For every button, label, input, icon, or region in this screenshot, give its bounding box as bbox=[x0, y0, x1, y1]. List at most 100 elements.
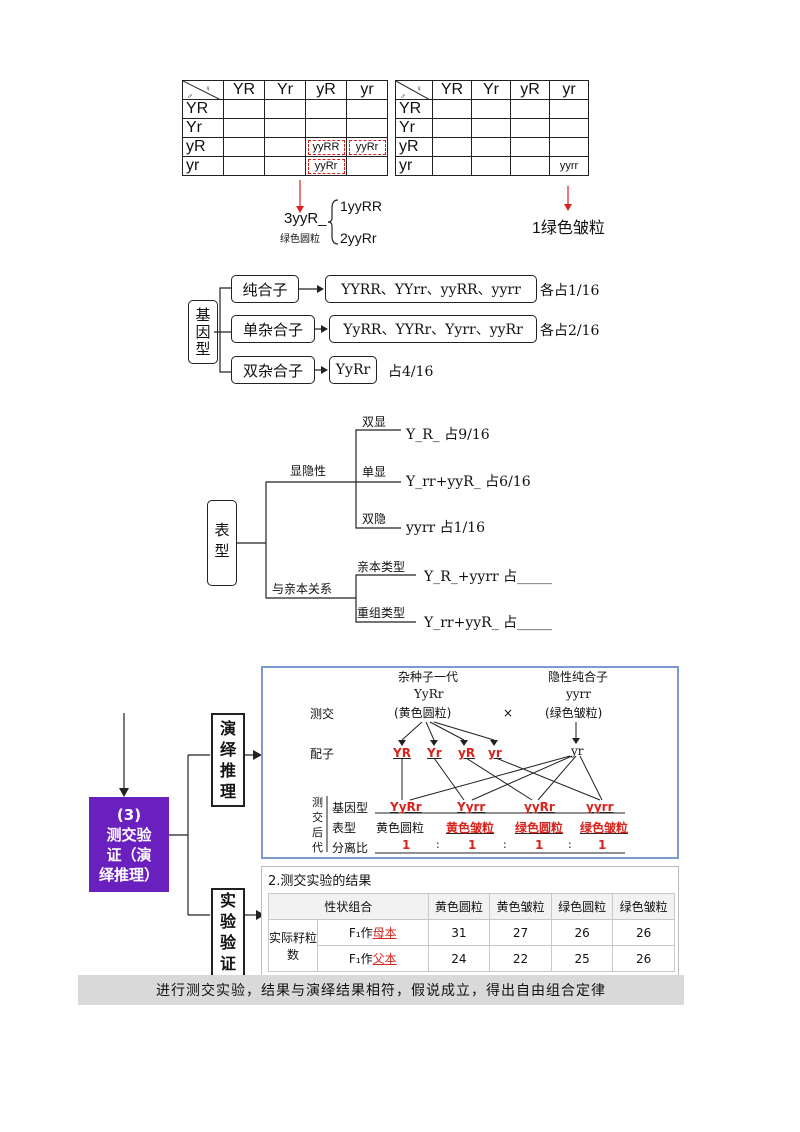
row-label: F₁作母本 bbox=[317, 919, 429, 946]
tree-connector bbox=[214, 287, 232, 373]
offspring-phenotype: 黄色皱粒 bbox=[446, 821, 495, 835]
arrow-right-icon bbox=[299, 285, 324, 293]
phenotype-item-label: 重组类型 bbox=[357, 606, 406, 620]
punnett-table-left: ♀♂ YR Yr yR yr YR Yr yR yyRR yyRr yr yyR… bbox=[182, 80, 388, 176]
value-cell: 26 bbox=[550, 919, 614, 946]
svg-text:♀: ♀ bbox=[205, 84, 211, 93]
recessive-genotype: yyrr bbox=[566, 687, 592, 701]
verification-box: 实 验 验 证 bbox=[211, 888, 245, 982]
row-header: yR bbox=[182, 137, 224, 157]
col-header: 黄色圆粒 bbox=[427, 893, 491, 920]
offspring-ratio: 1 bbox=[402, 838, 411, 852]
row-header: Yr bbox=[182, 118, 224, 138]
row-header: YR bbox=[395, 99, 433, 119]
row-ratio-label: 分离比 bbox=[332, 841, 369, 855]
cell-yyrr: yyrr bbox=[549, 156, 589, 176]
svg-text:♂: ♂ bbox=[400, 92, 406, 100]
brace-icon bbox=[327, 199, 339, 245]
hybrid-genotype: YyRr bbox=[414, 687, 444, 701]
offspring-genotype: yyRr bbox=[524, 800, 555, 814]
gamete-arrows bbox=[398, 721, 603, 801]
col-header: Yr bbox=[471, 80, 511, 100]
genotype-value-box: YyRR、YYRr、Yyrr、yyRr bbox=[329, 315, 537, 343]
cell-yyRr: yyRr bbox=[305, 156, 347, 176]
corner-cell: ♀♂ bbox=[395, 80, 433, 100]
col-header: yr bbox=[549, 80, 589, 100]
svg-text:♂: ♂ bbox=[187, 92, 193, 100]
row-header: yR bbox=[395, 137, 433, 157]
svg-text:♀: ♀ bbox=[416, 84, 422, 93]
arrow-down-icon bbox=[564, 186, 572, 211]
offspring-genotype: Yyrr bbox=[457, 800, 486, 814]
col-header: YR bbox=[223, 80, 265, 100]
row-genotype-label: 基因型 bbox=[332, 801, 369, 815]
hybrid-phenotype: (黄色圆粒) bbox=[394, 706, 452, 720]
offspring-ratio: 1 bbox=[535, 838, 544, 852]
phenotype-item-label: 单显 bbox=[362, 465, 387, 479]
phenotype-group1: 显隐性 bbox=[290, 464, 327, 478]
genotype-ratio: 占4/16 bbox=[388, 364, 434, 380]
phenotype-tree-lines bbox=[236, 429, 416, 623]
ratio-colon: : bbox=[568, 838, 572, 851]
col-header: 绿色圆粒 bbox=[550, 893, 614, 920]
value-cell: 26 bbox=[612, 919, 675, 946]
hybrid-title: 杂种子一代 bbox=[398, 670, 459, 684]
offspring-genotype: YyRr bbox=[390, 800, 422, 814]
phenotype-item-value: Y_rr+yyR_ 占6/16 bbox=[406, 474, 531, 490]
offspring-side-label: 测 交 后 代 bbox=[312, 796, 323, 854]
summary-main: 3yyR_ bbox=[284, 210, 327, 227]
row-header: yr bbox=[182, 156, 224, 176]
arrow-right-icon bbox=[315, 325, 328, 333]
gamete: yR bbox=[458, 746, 476, 760]
offspring-bracket bbox=[326, 796, 328, 852]
col-header: 绿色皱粒 bbox=[612, 893, 675, 920]
col-header: Yr bbox=[264, 80, 306, 100]
phenotype-root-box: 表型 bbox=[207, 500, 237, 586]
col-header: YR bbox=[432, 80, 472, 100]
ratio-colon: : bbox=[436, 838, 440, 851]
arrow-down-icon bbox=[296, 180, 304, 213]
genotype-value-box: YYRR、YYrr、yyRR、yyrr bbox=[325, 275, 537, 303]
genotype-value-box: YyRr bbox=[329, 356, 377, 384]
phenotype-item-value: yyrr 占1/16 bbox=[406, 520, 486, 536]
value-cell: 31 bbox=[427, 919, 491, 946]
col-header: 黄色皱粒 bbox=[489, 893, 552, 920]
genotype-ratio: 各占2/16 bbox=[540, 323, 600, 339]
cell-yyRR: yyRR bbox=[305, 137, 347, 157]
offspring-phenotype: 黄色圆粒 bbox=[376, 821, 425, 835]
gamete-label: 配子 bbox=[310, 747, 335, 761]
group-label: 实际籽粒数 bbox=[268, 919, 318, 972]
cell-yyRr: yyRr bbox=[346, 137, 388, 157]
recessive-title: 隐性纯合子 bbox=[548, 670, 609, 684]
deduction-panel bbox=[261, 666, 679, 859]
phenotype-item-label: 双显 bbox=[362, 415, 387, 429]
genotype-label-box: 双杂合子 bbox=[231, 356, 315, 384]
punnett-table-right: ♀♂ YR Yr yR yr YR Yr yR yr yyrr bbox=[395, 80, 589, 176]
results-title: 2.测交实验的结果 bbox=[268, 874, 372, 889]
offspring-genotype: yyrr bbox=[586, 800, 614, 814]
genotype-label-box: 纯合子 bbox=[231, 275, 299, 303]
phenotype-item-value: Y_rr+yyR_ 占_____ bbox=[424, 615, 553, 631]
offspring-ratio: 1 bbox=[598, 838, 607, 852]
phenotype-group2: 与亲本关系 bbox=[272, 582, 333, 596]
genotype-label-box: 单杂合子 bbox=[231, 315, 315, 343]
value-cell: 24 bbox=[427, 945, 491, 972]
phenotype-item-label: 双隐 bbox=[362, 512, 387, 526]
row-header: Yr bbox=[395, 118, 433, 138]
col-header: yR bbox=[510, 80, 550, 100]
gamete-recessive: yr bbox=[571, 744, 584, 758]
genotype-ratio: 各占1/16 bbox=[540, 283, 600, 299]
diagonal-icon: ♀♂ bbox=[183, 81, 220, 100]
row-header: yr bbox=[395, 156, 433, 176]
diagonal-icon: ♀♂ bbox=[396, 81, 429, 100]
phenotype-item-value: Y_R_ 占9/16 bbox=[406, 427, 490, 443]
offspring-phenotype: 绿色皱粒 bbox=[580, 821, 629, 835]
value-cell: 25 bbox=[550, 945, 614, 972]
ratio-colon: : bbox=[503, 838, 507, 851]
summary-b: 2yyRr bbox=[340, 230, 377, 246]
testcross-label: 测交 bbox=[310, 707, 335, 721]
step-label-box: (3) 测交验 证（演 绎推理） bbox=[89, 797, 169, 892]
conclusion-banner: 进行测交实验，结果与演绎结果相符，假说成立，得出自由组合定律 bbox=[78, 975, 684, 1005]
phenotype-item-value: Y_R_+yyrr 占_____ bbox=[424, 569, 553, 585]
value-cell: 27 bbox=[489, 919, 552, 946]
